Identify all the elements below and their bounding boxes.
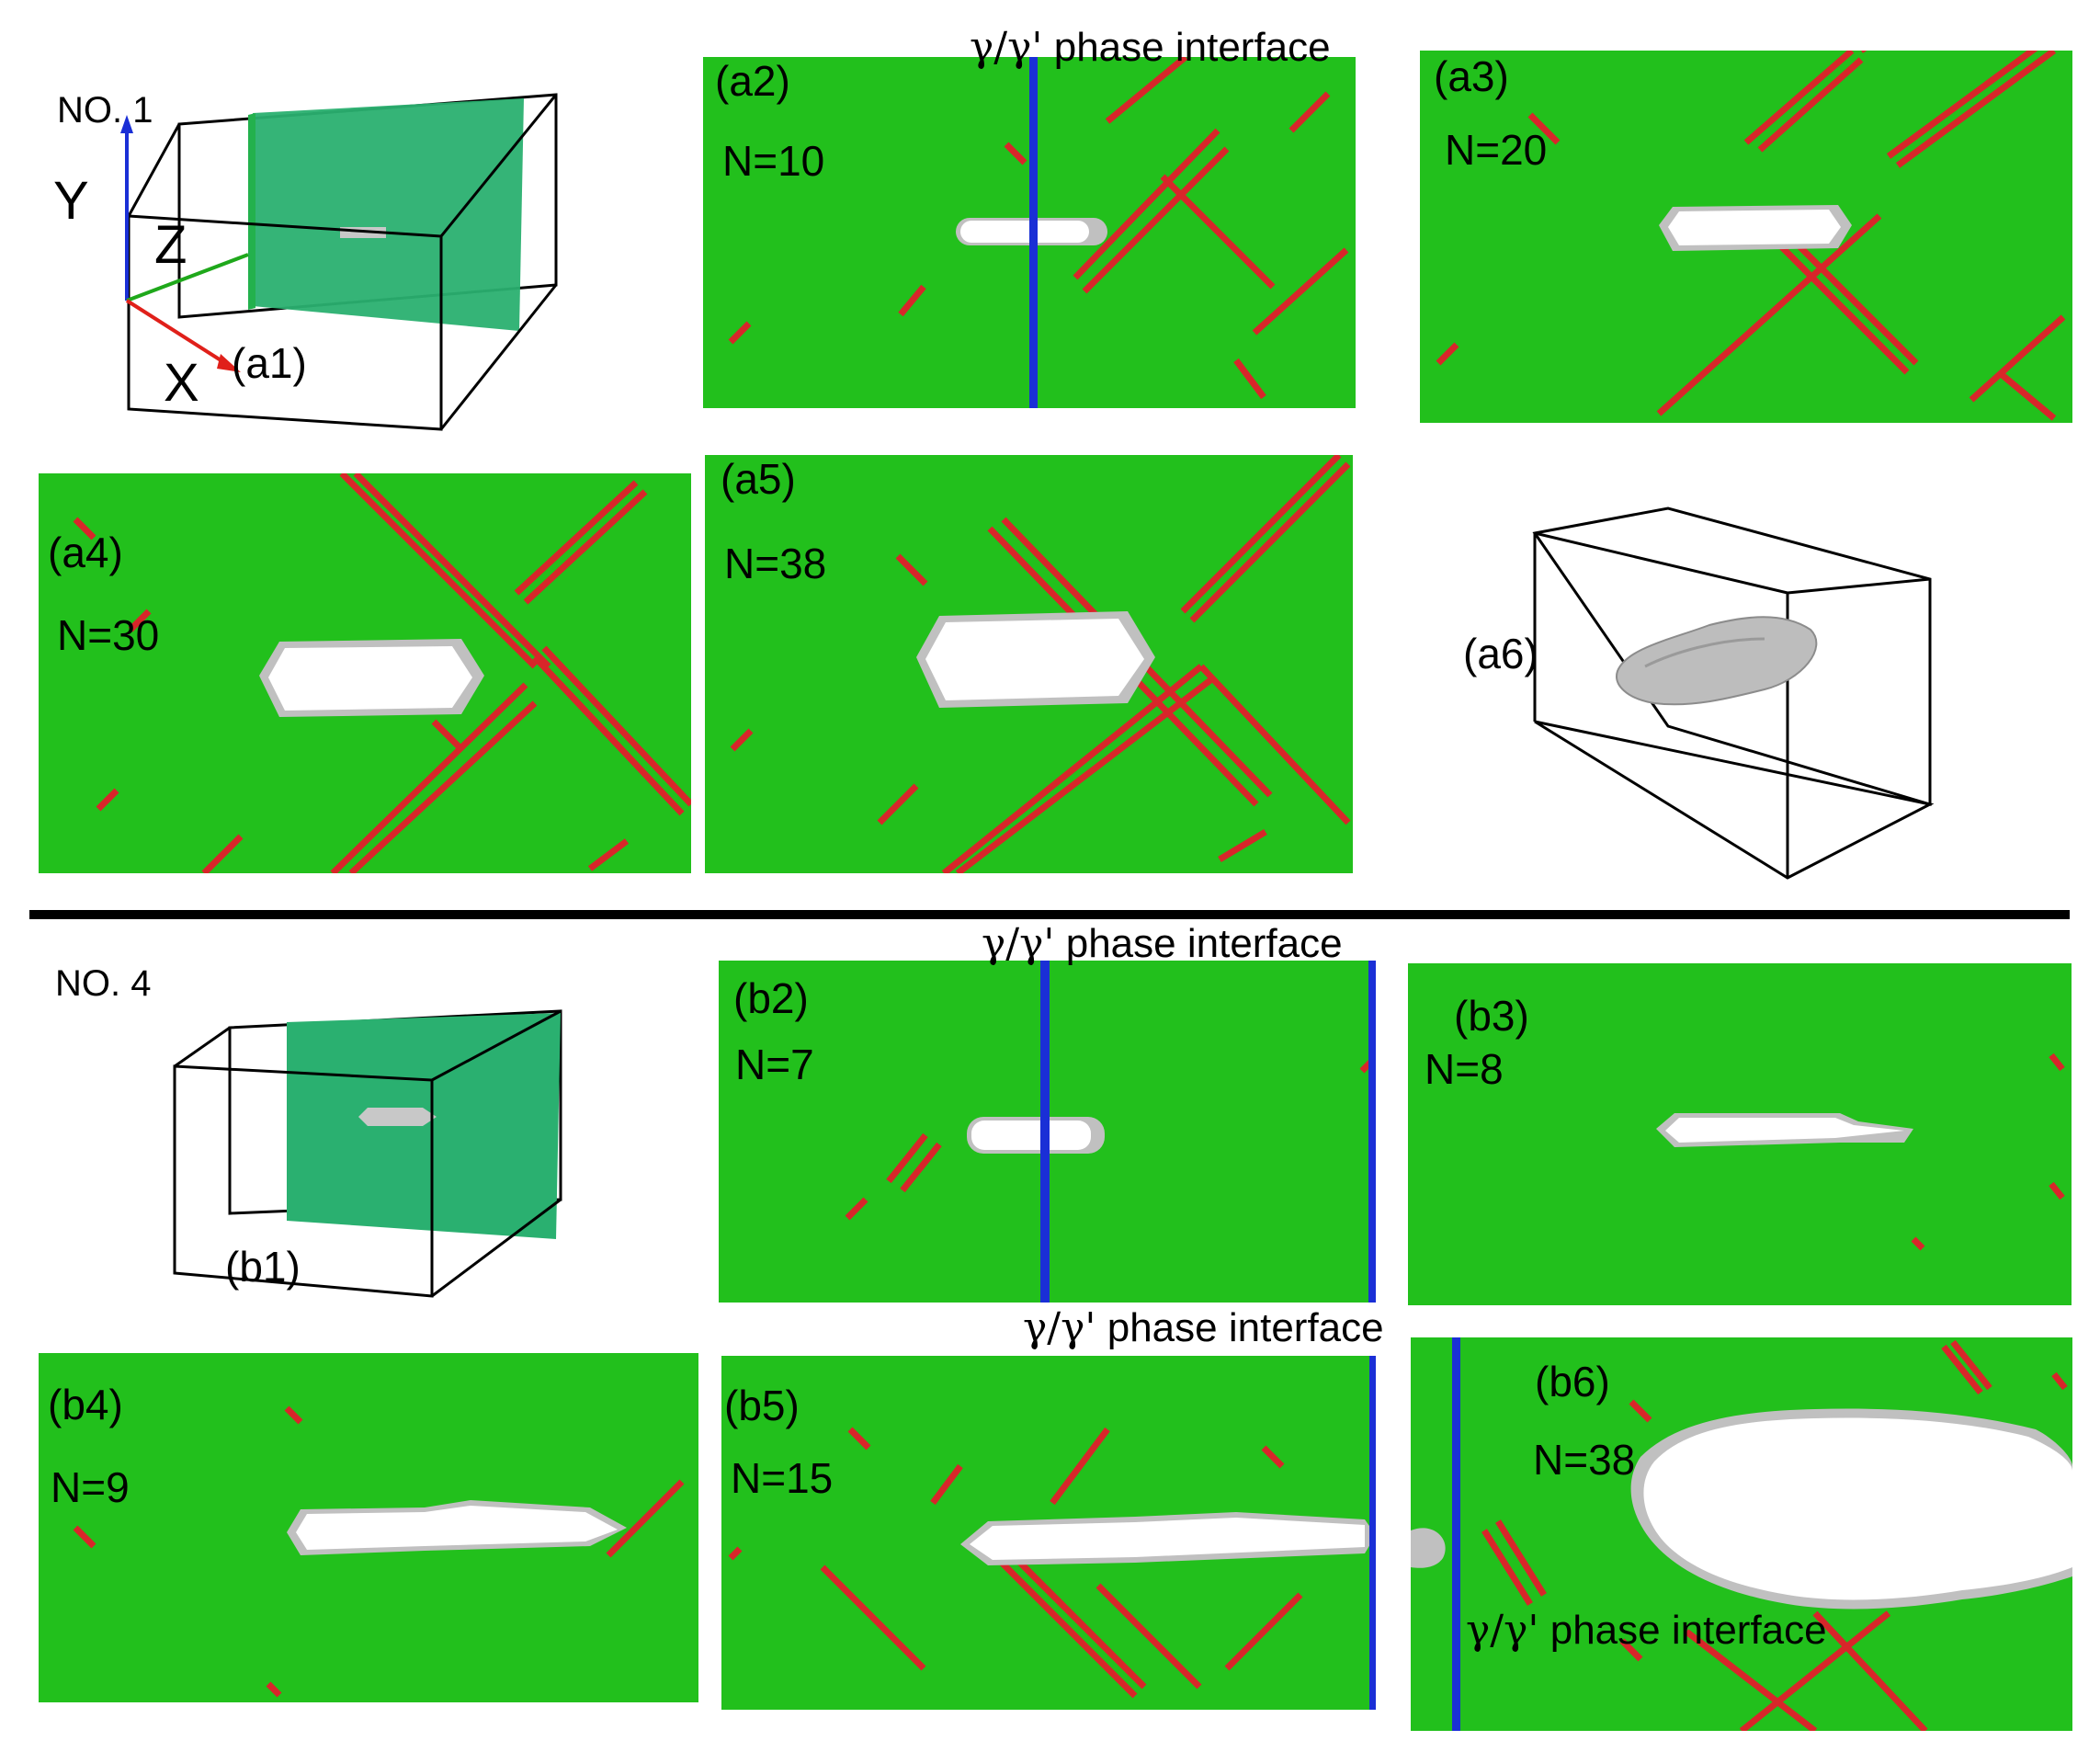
axis-y-label: Y [53,171,89,231]
b6-defects [1411,1337,2072,1731]
a3-defects [1436,51,2066,421]
b3-label: (b3) [1454,992,1529,1040]
a2-defects [728,57,1349,408]
b3-defects [1656,1052,2065,1251]
axis-x-label: X [164,353,199,413]
interface-greek: γ/γ' [1466,1607,1539,1654]
box-a1-svg [120,93,558,431]
a1-label: (a1) [232,339,307,387]
no1-label: NO. 1 [57,90,153,131]
b2-defects [845,961,1376,1303]
panel-b4 [39,1353,698,1702]
panel-b3 [1408,963,2072,1305]
panel-b2 [719,961,1376,1303]
interface-greek: γ/γ' [982,920,1055,967]
a5-defects [730,455,1351,873]
interface-text: phase interface [1042,25,1331,70]
b3-n-label: N=8 [1425,1045,1504,1093]
interface-text: phase interface [1054,921,1343,966]
panel-a2 [703,57,1356,408]
a4-label: (a4) [48,529,123,576]
panel-b1-box [165,993,579,1305]
b4-n-label: N=9 [51,1463,130,1511]
panel-b5 [721,1356,1376,1710]
a3-n-label: N=20 [1445,126,1548,174]
a6-label: (a6) [1463,630,1538,677]
interface-label-b5: γ/γ' phase interface [1023,1308,1384,1348]
a4-n-label: N=30 [57,611,160,659]
no4-label: NO. 4 [55,963,152,1004]
b4-defects [73,1405,685,1698]
interface-text: phase interface [1538,1608,1827,1653]
b1-label: (b1) [225,1243,301,1291]
a5-n-label: N=38 [724,540,827,587]
a5-label: (a5) [721,455,796,503]
b5-label: (b5) [724,1382,800,1429]
a2-n-label: N=10 [722,137,825,185]
box-a6-svg [1532,506,1935,880]
panel-a1-box [37,87,588,446]
panel-a6-box [1526,501,1948,887]
panel-a5 [705,455,1353,873]
b2-label: (b2) [733,974,809,1022]
a3-label: (a3) [1434,52,1509,100]
interface-greek: γ/γ' [970,24,1043,71]
b6-label: (b6) [1535,1358,1610,1405]
a4-defects [73,473,691,873]
b6-n-label: N=38 [1533,1436,1636,1484]
panel-b6 [1411,1337,2072,1731]
interface-greek: γ/γ' [1023,1304,1096,1351]
interface-label-b6: γ/γ' phase interface [1466,1610,1827,1651]
b5-n-label: N=15 [731,1454,834,1502]
interface-label-a2: γ/γ' phase interface [970,28,1331,68]
box-b1-svg [173,1009,562,1298]
interface-text: phase interface [1095,1305,1384,1350]
axis-z-label: Z [154,215,187,275]
b2-n-label: N=7 [735,1041,814,1088]
b4-label: (b4) [48,1381,123,1428]
panel-a3 [1420,51,2072,423]
a2-label: (a2) [715,57,790,105]
section-divider [29,910,2070,919]
interface-label-b2: γ/γ' phase interface [982,924,1343,964]
b5-defects [728,1356,1376,1710]
panel-a4 [39,473,691,873]
